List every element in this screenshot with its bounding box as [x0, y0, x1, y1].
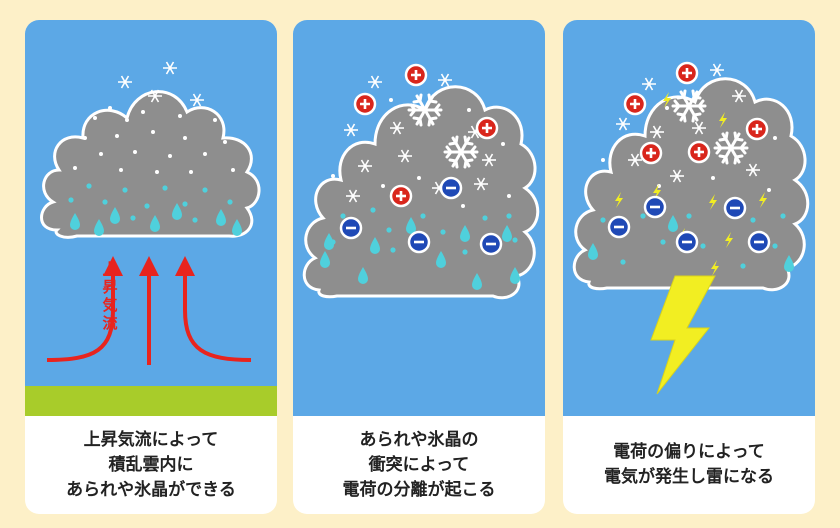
ice-crystal-dots — [331, 98, 511, 208]
cloud — [40, 90, 261, 239]
caption: 電荷の偏りによって 電気が発生し雷になる — [604, 442, 774, 487]
ice-crystal-dots — [601, 106, 777, 192]
updraft-arrow-icon — [46, 272, 252, 365]
updraft-label: 上 昇 気 流 — [102, 260, 118, 332]
panel-2: あられや氷晶の 衝突によって 電荷の分離が起こる — [293, 20, 545, 514]
panel-1: 上 昇 気 流 上昇気流によって 積乱雲内に あられや氷晶ができる — [25, 20, 277, 514]
panel-3: 電荷の偏りによって 電気が発生し雷になる — [563, 20, 815, 514]
ice-crystal-dots — [73, 106, 235, 174]
ground — [25, 386, 277, 416]
hail-dots — [600, 213, 786, 269]
updraft-arrowheads — [103, 256, 195, 276]
lightning-illustration — [563, 20, 815, 416]
updraft-illustration — [25, 20, 277, 416]
caption: あられや氷晶の 衝突によって 電荷の分離が起こる — [342, 429, 496, 500]
hail-dots — [68, 183, 233, 223]
caption: 上昇気流によって 積乱雲内に あられや氷晶ができる — [66, 429, 236, 500]
lightning-bolt-icon — [650, 275, 716, 395]
charge-separation-illustration — [293, 20, 545, 416]
